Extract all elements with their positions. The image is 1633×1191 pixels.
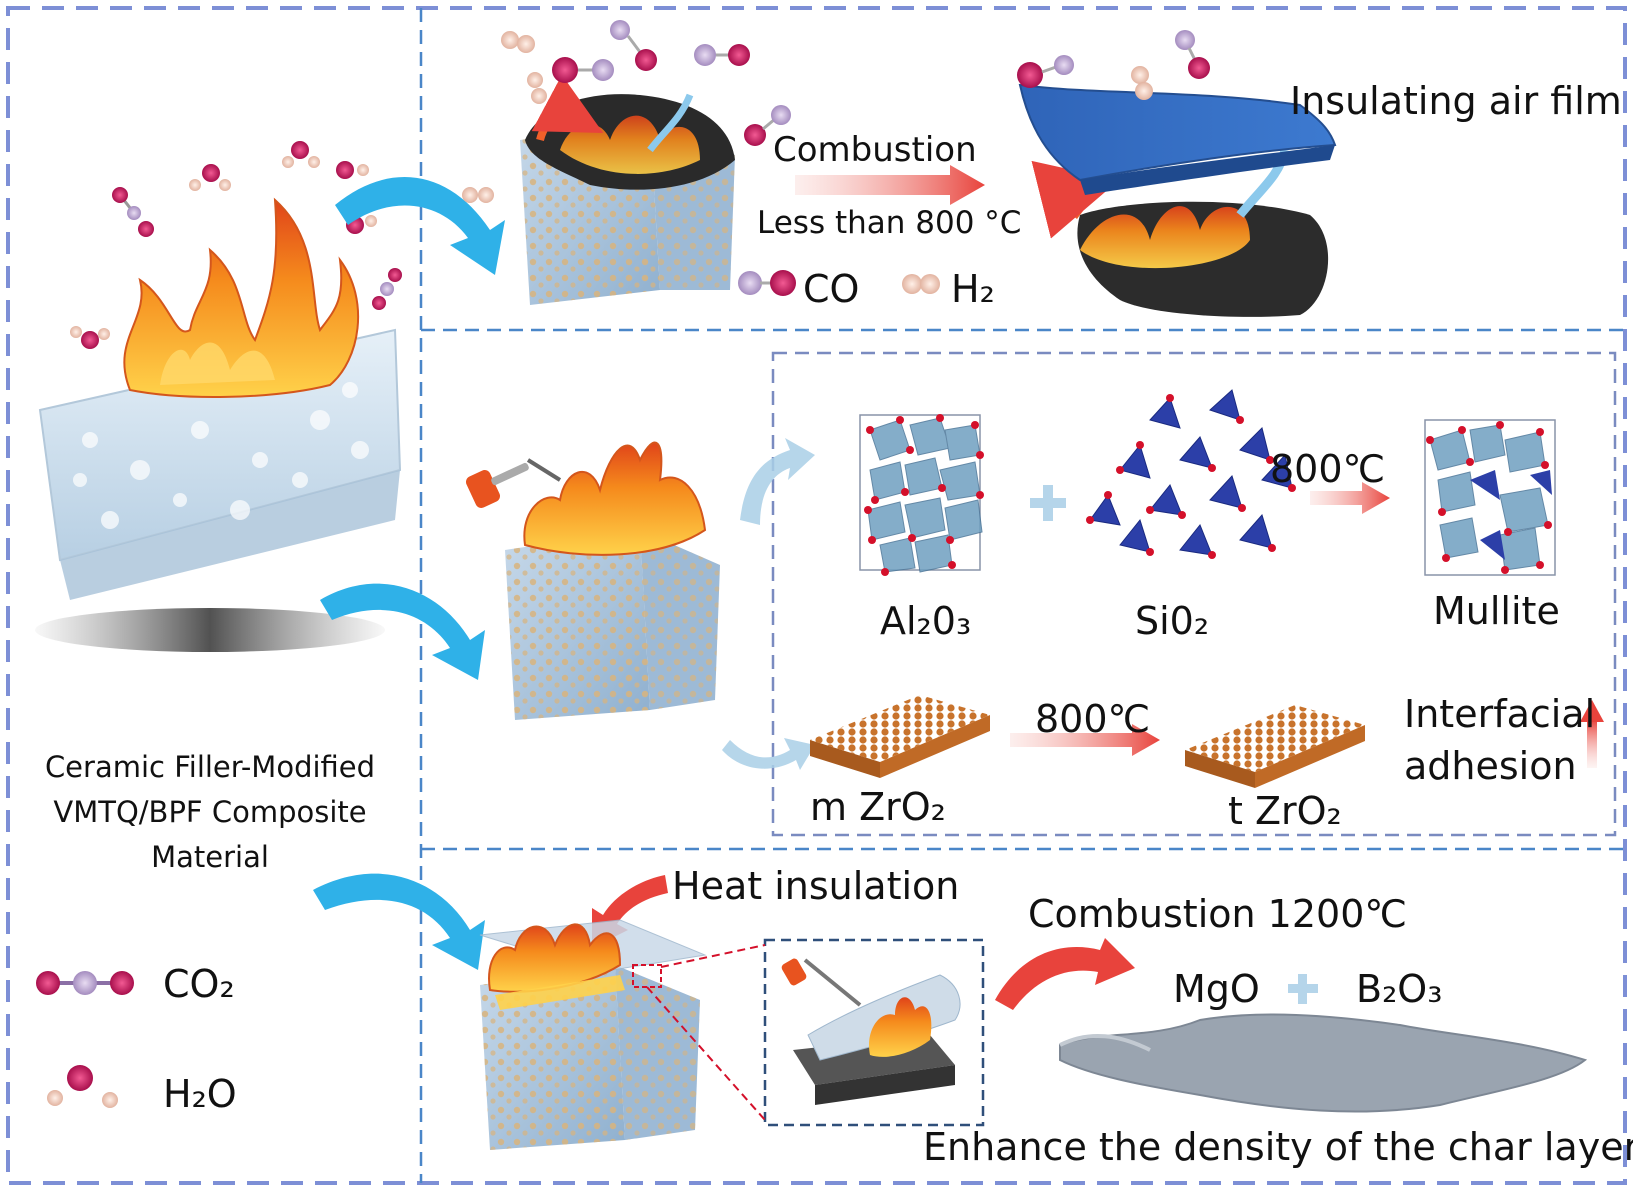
composite-title-line1: Ceramic Filler-Modified bbox=[44, 750, 376, 784]
stage2-arrow-800-bottom bbox=[1010, 724, 1160, 756]
zoom-lines bbox=[646, 944, 766, 1121]
char-layer bbox=[1059, 1013, 1588, 1113]
legend-h2-label: H₂ bbox=[951, 267, 995, 311]
composite-flames bbox=[123, 197, 360, 398]
stage2-branch-arrows bbox=[722, 438, 815, 770]
composite-title-line2: VMTQ/BPF Composite bbox=[53, 794, 367, 829]
zoom-inset-scene bbox=[781, 958, 961, 1105]
plus-icon-2 bbox=[1288, 974, 1318, 1004]
panel-dividers bbox=[419, 8, 1625, 1183]
stage3-combustion-label: Combustion 1200℃ bbox=[1028, 892, 1408, 936]
mullite-label: Mullite bbox=[1433, 589, 1560, 633]
t-zro2-plate bbox=[1185, 705, 1365, 788]
t-zro2-label: t ZrO₂ bbox=[1228, 789, 1342, 833]
sio2-label: Si0₂ bbox=[1135, 599, 1210, 643]
b2o3-label: B₂O₃ bbox=[1356, 967, 1443, 1011]
co2-molecule-icon bbox=[36, 971, 134, 995]
h2-legend-icon bbox=[902, 274, 940, 294]
blue-process-arrows bbox=[313, 177, 505, 970]
stage1-condition-label: Less than 800 °C bbox=[757, 205, 1022, 241]
stage1-cube bbox=[520, 74, 735, 305]
stage2-arrow-800-top bbox=[1310, 482, 1390, 514]
stage1-combustion-arrow bbox=[795, 165, 985, 205]
composite-molecules bbox=[70, 141, 402, 349]
stage3-result-label: Enhance the density of the char layer bbox=[923, 1125, 1633, 1169]
stage2-cube bbox=[505, 441, 720, 720]
mullite-crystal bbox=[1424, 419, 1556, 576]
legend-h2o-label: H₂O bbox=[163, 1072, 237, 1116]
legend-co2-label: CO₂ bbox=[163, 962, 235, 1006]
stage1-combustion-label: Combustion bbox=[773, 130, 977, 170]
interfacial-label: Interfacial bbox=[1404, 692, 1596, 736]
blowtorch-icon bbox=[466, 458, 562, 508]
plus-icon-1 bbox=[1030, 485, 1066, 521]
adhesion-up-arrow-icon bbox=[1580, 700, 1604, 768]
mgo-label: MgO bbox=[1173, 967, 1260, 1011]
m-zro2-label: m ZrO₂ bbox=[810, 785, 946, 829]
stage1-char-layer bbox=[1031, 148, 1329, 317]
stage2-temp1-label: 800℃ bbox=[1270, 447, 1386, 491]
stage3-combustion-arrow bbox=[995, 938, 1135, 1010]
al2o3-crystal bbox=[859, 414, 984, 576]
stage1-film-molecules bbox=[1017, 30, 1210, 100]
legend-co-label: CO bbox=[803, 267, 860, 311]
composite-material-title: Ceramic Filler-Modified VMTQ/BPF Composi… bbox=[30, 745, 390, 880]
composite-title-line3: Material bbox=[151, 839, 269, 874]
stage1-result-label: Insulating air film bbox=[1290, 79, 1622, 123]
m-zro2-plate bbox=[810, 695, 990, 778]
stage3-cube bbox=[479, 919, 707, 1150]
insulating-air-film bbox=[1018, 83, 1337, 195]
al2o3-label: Al₂0₃ bbox=[880, 599, 972, 643]
stage2-temp2-label: 800℃ bbox=[1035, 697, 1151, 741]
adhesion-label: adhesion bbox=[1404, 744, 1577, 788]
stage1-molecules bbox=[462, 20, 791, 203]
heat-insulation-label: Heat insulation bbox=[672, 864, 960, 908]
sio2-crystal bbox=[1086, 389, 1296, 559]
h2o-molecule-icon bbox=[47, 1065, 118, 1108]
co-legend-icon bbox=[738, 270, 796, 296]
